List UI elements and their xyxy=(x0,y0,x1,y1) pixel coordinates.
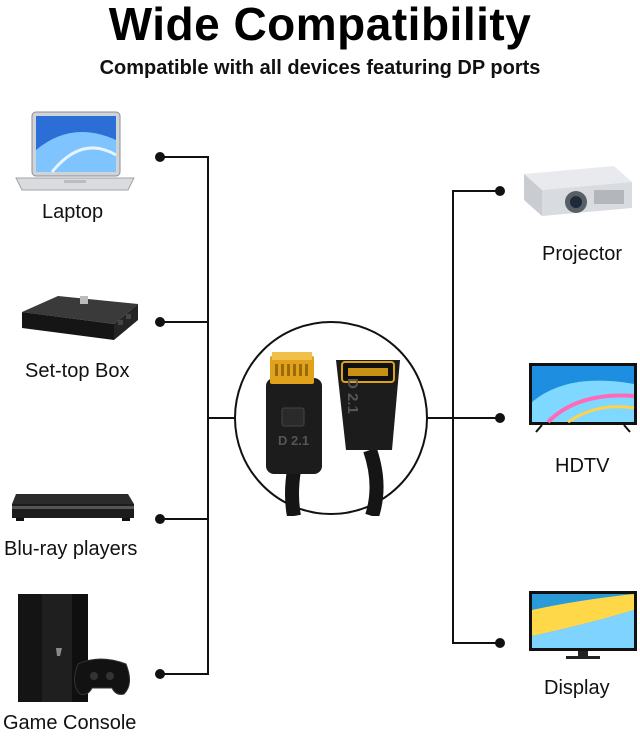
set-top-box-label: Set-top Box xyxy=(25,360,130,382)
hdtv-icon xyxy=(529,363,637,433)
female-plug-label: D 2.1 xyxy=(344,378,361,414)
display-icon xyxy=(529,591,637,659)
dp-cable-image xyxy=(234,321,428,516)
game-console-label: Game Console xyxy=(3,712,137,734)
laptop-label: Laptop xyxy=(42,201,104,223)
blu-ray-player-icon xyxy=(12,494,134,521)
display-label: Display xyxy=(544,677,610,699)
game-console-icon xyxy=(18,594,130,702)
page-title: Wide Compatibility xyxy=(108,0,532,50)
projector-icon xyxy=(524,166,632,216)
blu-ray-label: Blu-ray players xyxy=(4,538,138,560)
hdtv-label: HDTV xyxy=(555,455,610,477)
page-subtitle: Compatible with all devices featuring DP… xyxy=(99,57,541,79)
set-top-box-icon xyxy=(22,296,138,340)
projector-label: Projector xyxy=(542,243,623,265)
laptop-icon xyxy=(15,111,135,191)
male-plug-label-visible: D 2.1 xyxy=(278,433,310,448)
